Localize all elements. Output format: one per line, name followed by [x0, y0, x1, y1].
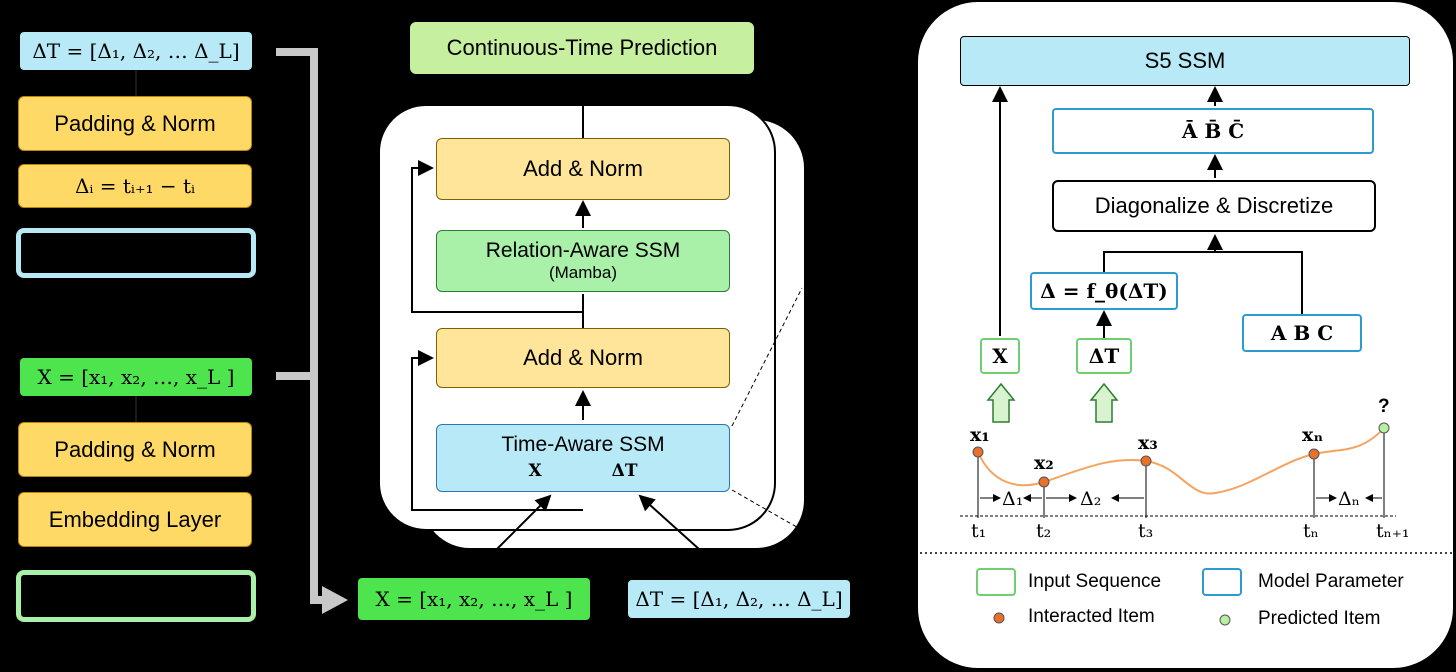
add-norm-top: Add & Norm [436, 138, 730, 200]
label-tn: tₙ [1303, 520, 1319, 542]
time-aware-ssm-x: X [528, 461, 542, 481]
label-tn1: tₙ₊₁ [1376, 520, 1410, 542]
relation-aware-ssm: Relation-Aware SSM (Mamba) [436, 230, 730, 292]
time-input-slot [16, 228, 256, 278]
label-t2: t₂ [1036, 520, 1052, 542]
delta-formula: Δᵢ = tᵢ₊₁ − tᵢ [18, 164, 252, 208]
legend-interacted-label: Interacted Item [1028, 606, 1155, 627]
delta-t-top-label: ΔT = [Δ₁, Δ₂, … Δ_L] [20, 32, 252, 70]
legend-input-label: Input Sequence [1028, 571, 1162, 592]
dt-input: ΔT [1076, 338, 1132, 374]
x-sequence-label: X = [x₁, x₂, …, x_L ] [20, 358, 252, 396]
diagonalize-discretize: Diagonalize & Discretize [1052, 180, 1376, 232]
legend-model-swatch [1202, 568, 1242, 596]
item-input-slot [16, 570, 256, 622]
abc-bar-params: Ā B̄ C̄ [1052, 108, 1374, 154]
label-d2: Δ₂ [1080, 488, 1102, 510]
question-mark: ? [1378, 396, 1390, 417]
label-d1: Δ₁ [1002, 488, 1024, 510]
legend-input-swatch [976, 568, 1016, 596]
bottom-delta-t: ΔT = [Δ₁, Δ₂, … Δ_L] [628, 580, 850, 618]
relation-aware-ssm-subtitle: (Mamba) [548, 263, 617, 282]
padding-norm-2: Padding & Norm [18, 422, 252, 477]
x-input: X [980, 338, 1020, 374]
bottom-x-sequence: X = [x₁, x₂, …, x_L ] [358, 578, 590, 620]
label-dn: Δₙ [1338, 488, 1360, 510]
label-x1: x₁ [970, 424, 990, 446]
label-t1: t₁ [971, 520, 987, 542]
label-x3: x₃ [1138, 432, 1158, 454]
padding-norm-1: Padding & Norm [18, 96, 252, 151]
label-x2: x₂ [1034, 452, 1054, 474]
delta-f-theta: Δ = f_θ(ΔT) [1030, 272, 1178, 310]
add-norm-bottom: Add & Norm [436, 328, 730, 388]
continuous-time-prediction: Continuous-Time Prediction [410, 22, 754, 74]
legend-predicted-label: Predicted Item [1258, 608, 1381, 629]
relation-aware-ssm-title: Relation-Aware SSM [485, 239, 681, 262]
time-aware-ssm-title: Time-Aware SSM [501, 433, 665, 456]
legend-model-label: Model Parameter [1258, 571, 1404, 592]
s5-ssm: S5 SSM [960, 36, 1410, 86]
embedding-layer: Embedding Layer [18, 492, 252, 547]
label-t3: t₃ [1138, 520, 1154, 542]
time-aware-ssm: Time-Aware SSM X ΔT [436, 424, 730, 492]
label-xn: xₙ [1302, 424, 1324, 446]
abc-params: A B C [1242, 314, 1362, 352]
time-aware-ssm-dt: ΔT [611, 461, 638, 481]
